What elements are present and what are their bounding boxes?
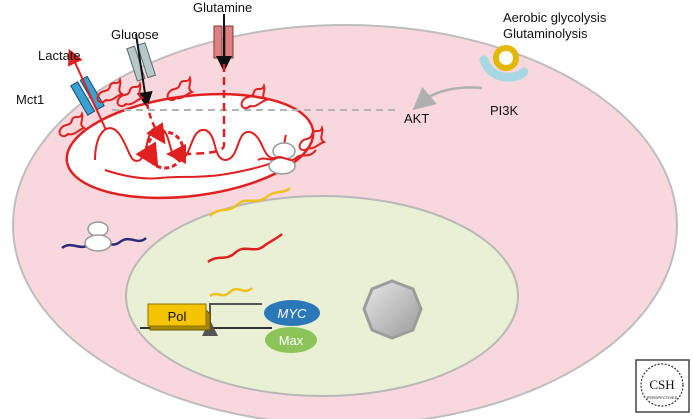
receptor — [479, 45, 529, 82]
max-label: Max — [279, 333, 304, 348]
pi3k-label: PI3K — [490, 103, 519, 118]
lactate-label: Lactate — [38, 48, 81, 63]
pol-label: Pol — [168, 309, 187, 324]
mrna-yellow-transcript — [209, 287, 253, 298]
pi3k-to-akt-arrow — [412, 86, 483, 111]
nucleolus — [362, 279, 423, 340]
myc-label: MYC — [278, 306, 308, 321]
akt-label: AKT — [404, 111, 429, 126]
mrna-yellow-cytoplasm — [209, 187, 291, 217]
csh-logo-text: CSH — [649, 377, 674, 392]
max-oval — [265, 327, 317, 353]
myc-oval — [264, 300, 320, 326]
protein-squiggles — [58, 74, 327, 152]
csh-perspectives-logo: CSH PERSPECTIVES — [635, 359, 690, 413]
mrna-red-nucleus — [207, 233, 283, 264]
mct1-label: Mct1 — [16, 92, 44, 107]
glucose-transporter — [126, 42, 157, 82]
csh-logo-subtext: PERSPECTIVES — [647, 395, 678, 400]
aerobic-glycolysis-label: Aerobic glycolysis — [503, 10, 607, 25]
glutamine-flux-arrow — [166, 64, 226, 164]
glucose-flux-arrow — [145, 102, 166, 145]
ribosome-with-protein — [257, 142, 317, 175]
nucleus — [125, 195, 519, 397]
glucose-label: Glucose — [111, 27, 159, 42]
glutaminolysis-label: Glutaminolysis — [503, 26, 588, 41]
glucose-arrow — [135, 33, 153, 108]
glutamine-label: Glutamine — [193, 0, 252, 15]
lactate-arrow — [68, 48, 107, 131]
ribosome-with-navy-mrna — [61, 221, 147, 252]
pol-box — [147, 303, 211, 331]
